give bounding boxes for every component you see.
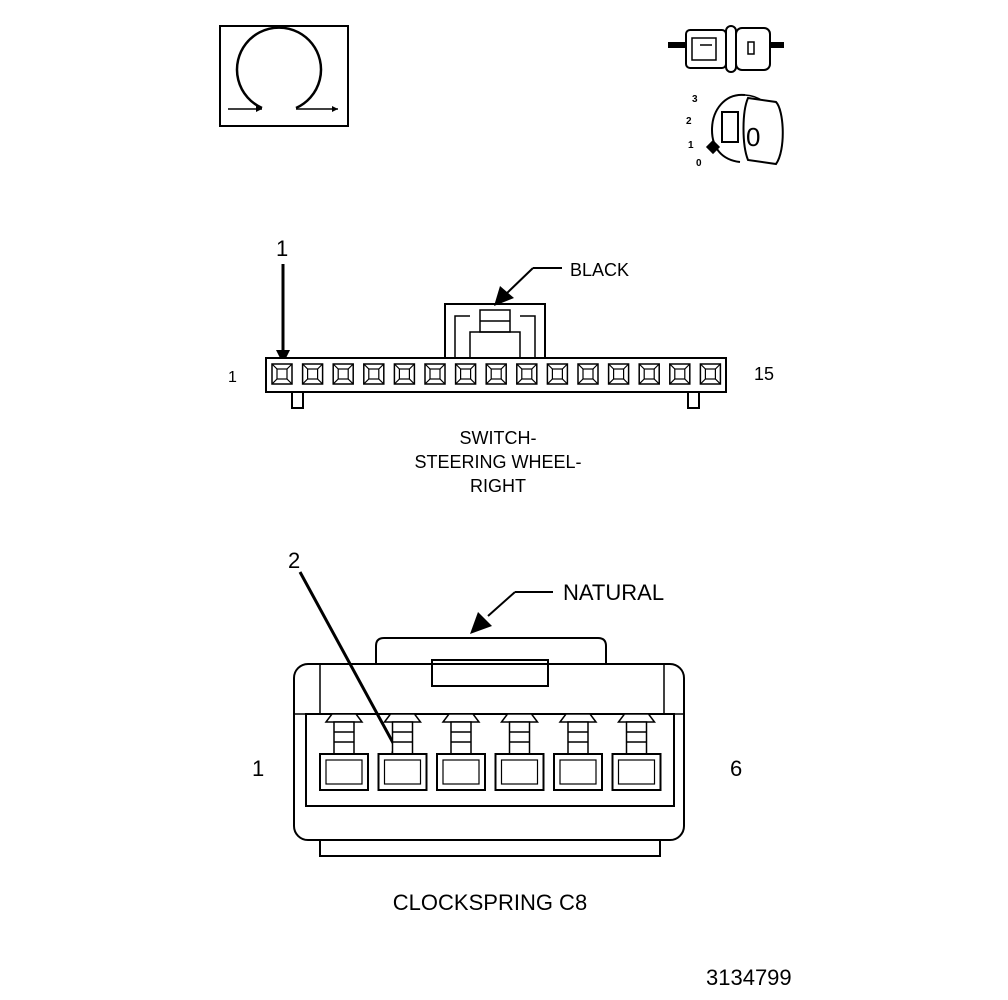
- pin-cavity: [363, 363, 385, 385]
- pin-cavity: [577, 363, 599, 385]
- pin-cavity: [516, 363, 538, 385]
- rotation-icon: [219, 25, 349, 127]
- pin-number-last: 15: [754, 364, 774, 384]
- terminal-cavity: [377, 713, 428, 791]
- pin-number-first: 1: [228, 369, 237, 386]
- pin-cavity: [332, 363, 354, 385]
- ignition-position-label: 3: [692, 94, 698, 105]
- ignition-position-label: 2: [686, 116, 692, 127]
- pin-cavity: [271, 363, 293, 385]
- terminal-cavity: [494, 713, 545, 791]
- color-label: BLACK: [570, 260, 629, 280]
- terminal-cavity: [319, 713, 369, 791]
- connector-name: STEERING WHEEL-: [414, 452, 581, 472]
- pin-cavity: [485, 363, 507, 385]
- pin-cavity: [546, 363, 569, 385]
- pin-cavity: [393, 363, 416, 385]
- pin-cavity: [699, 363, 722, 385]
- pin-row: [271, 363, 722, 385]
- ignition-key-icon: 3 2 1 0 0: [686, 93, 784, 169]
- connector-name: CLOCKSPRING C8: [393, 890, 587, 915]
- terminal-cavity: [436, 713, 486, 791]
- terminal-cavity: [611, 713, 662, 791]
- ignition-position-label: 0: [696, 158, 702, 169]
- pin-cavity: [454, 363, 477, 385]
- pin-cavity: [607, 363, 630, 385]
- figure-number: 3134799: [706, 965, 792, 990]
- ignition-position-label: 1: [688, 140, 694, 151]
- connector-name: SWITCH-: [460, 428, 537, 448]
- terminal-cavity: [553, 713, 603, 791]
- callout-number: 1: [276, 236, 288, 261]
- pin-cavity: [638, 363, 660, 385]
- pin-cavity: [424, 363, 446, 385]
- switch-steering-wheel-right-connector: 1 BLACK 1 15 SWITCH- STEERING WHEEL- RIG…: [228, 236, 774, 496]
- pin-number-last: 6: [730, 756, 742, 781]
- pin-number-first: 1: [252, 756, 264, 781]
- callout-number: 2: [288, 548, 300, 573]
- connector-plug-icon: [668, 25, 784, 73]
- pin-row: [319, 713, 662, 791]
- pin-cavity: [301, 363, 324, 385]
- pin-cavity: [669, 363, 691, 385]
- color-label: NATURAL: [563, 580, 664, 605]
- key-label: 0: [746, 122, 760, 152]
- connector-name: RIGHT: [470, 476, 526, 496]
- clockspring-c8-connector: 2 NATURAL 1 6 CLOCKSPRING C8: [252, 548, 742, 915]
